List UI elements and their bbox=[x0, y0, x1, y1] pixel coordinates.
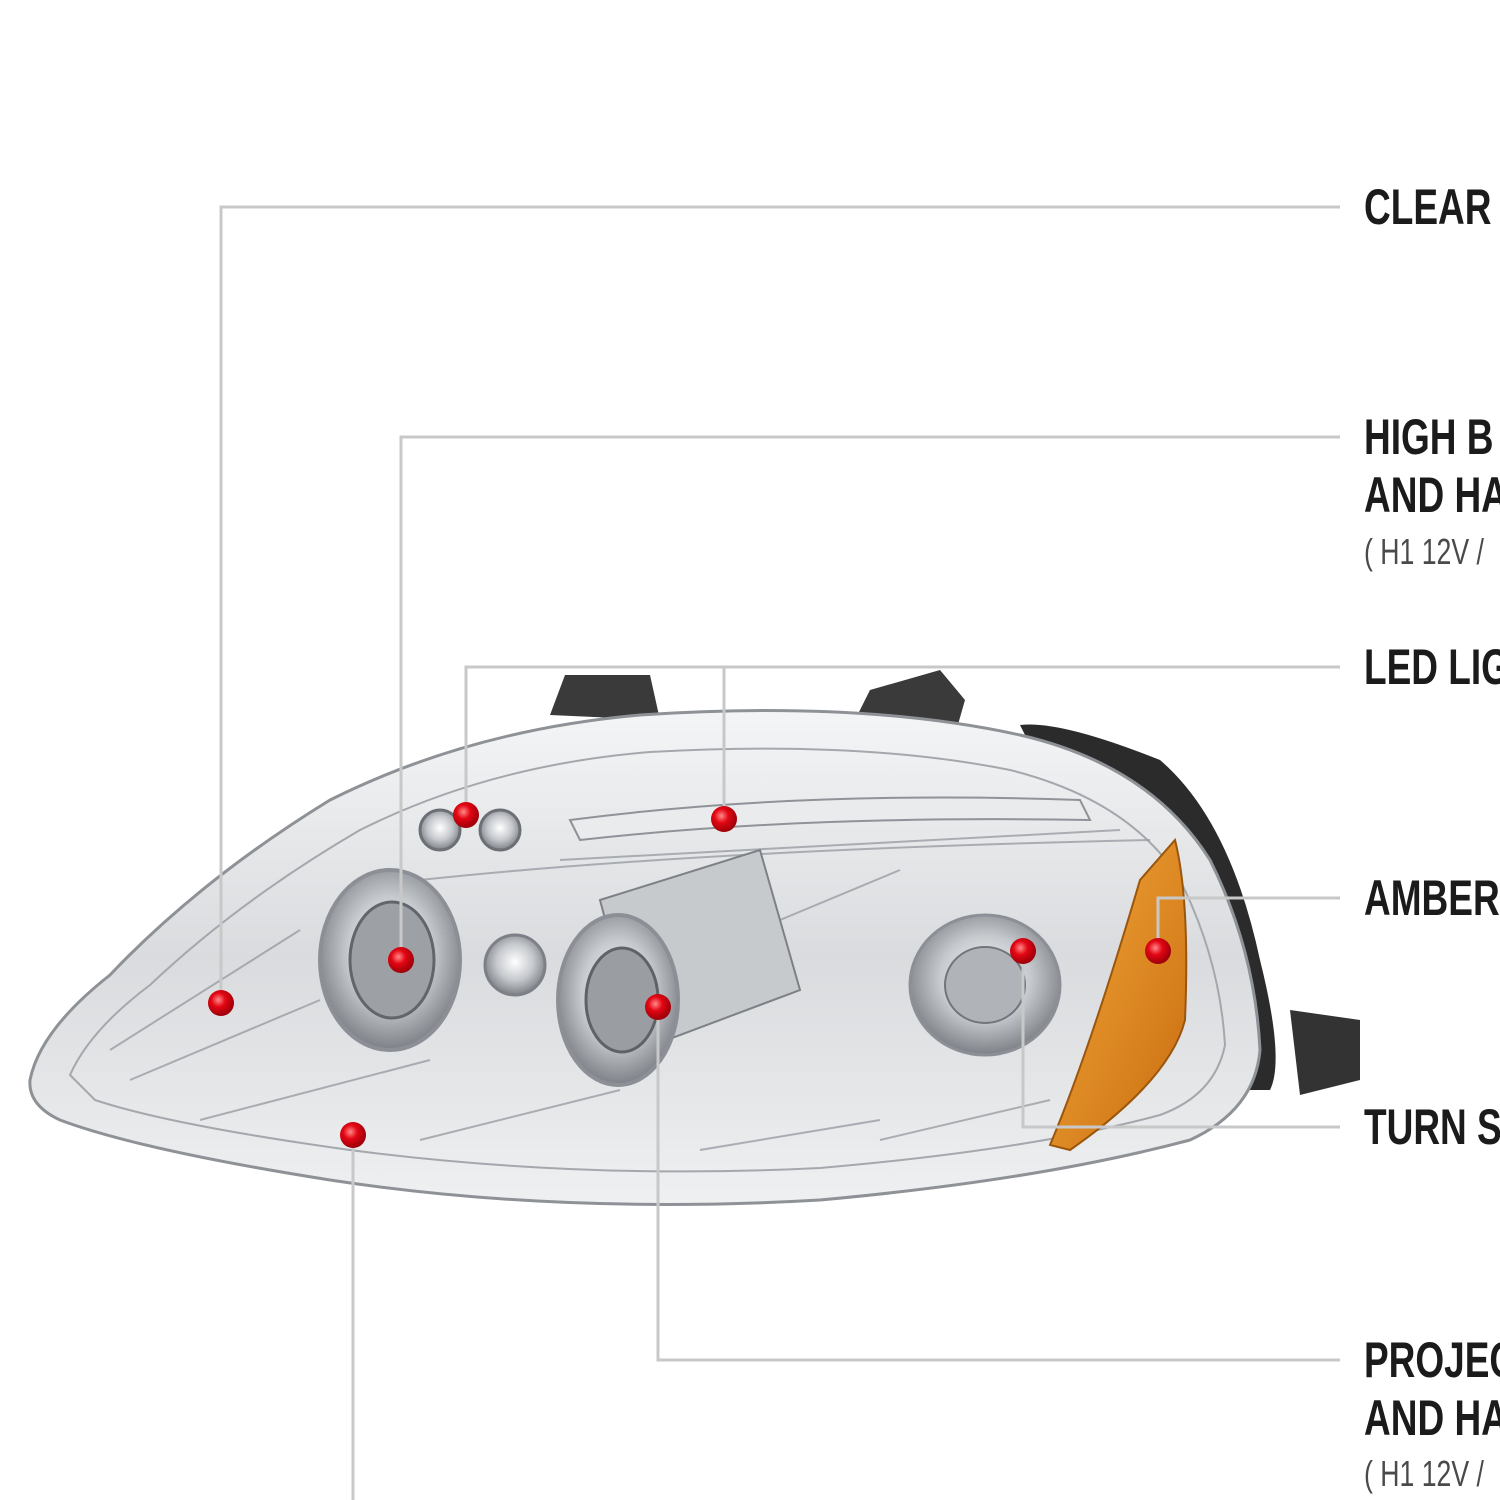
callout-markers bbox=[208, 802, 1171, 1148]
leader-lines bbox=[219, 205, 1340, 1500]
leader-high-beam bbox=[399, 435, 1340, 960]
led-eye-2 bbox=[478, 808, 522, 852]
amber-corner-lens bbox=[1048, 837, 1188, 1152]
label-projector-line2: AND HA bbox=[1364, 1390, 1500, 1446]
headlight-housing bbox=[28, 670, 1360, 1206]
marker-led-1 bbox=[453, 802, 479, 828]
marker-high-beam bbox=[388, 947, 414, 973]
label-projector-sub: ( H1 12V / bbox=[1364, 1453, 1484, 1494]
label-projector-line1: PROJEC bbox=[1364, 1332, 1500, 1388]
label-led-light: LED LIG bbox=[1364, 639, 1500, 695]
label-clear-lens: CLEAR L bbox=[1364, 179, 1500, 235]
leader-turn-signal bbox=[1021, 951, 1340, 1129]
turn-signal-bulb bbox=[944, 946, 1026, 1024]
marker-led-2 bbox=[711, 806, 737, 832]
led-strip bbox=[568, 796, 1092, 842]
label-high-beam-line2: AND HA bbox=[1364, 467, 1500, 523]
marker-projector bbox=[645, 994, 671, 1020]
connector-tab bbox=[1290, 1010, 1360, 1095]
marker-clear-lens bbox=[208, 990, 234, 1016]
center-bulb bbox=[483, 933, 547, 997]
label-high-beam-line1: HIGH B bbox=[1364, 409, 1494, 465]
leader-projector bbox=[656, 1007, 1340, 1362]
label-turn-signal: TURN S bbox=[1364, 1099, 1500, 1155]
marker-turn-signal bbox=[1010, 938, 1036, 964]
label-high-beam-sub: ( H1 12V / bbox=[1364, 531, 1484, 572]
label-amber: AMBER bbox=[1364, 870, 1500, 926]
mount-tab-left bbox=[550, 675, 660, 720]
leader-amber bbox=[1156, 896, 1340, 951]
marker-bottom bbox=[340, 1122, 366, 1148]
led-eye-1 bbox=[418, 808, 462, 852]
leader-led-light-1 bbox=[464, 665, 1340, 815]
leader-clear-lens bbox=[219, 205, 1340, 1003]
marker-amber bbox=[1145, 938, 1171, 964]
